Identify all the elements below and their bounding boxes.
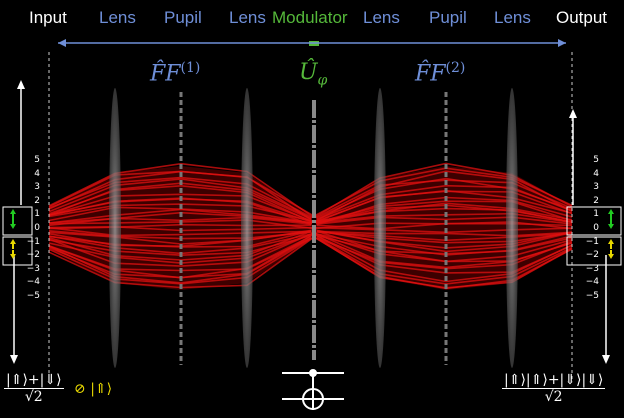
left-axis-down-head: [10, 355, 18, 364]
span-arrow-left-head: [58, 39, 66, 47]
output-down-arrow-icon: [608, 239, 614, 259]
axis-tick-label: −5: [585, 291, 599, 301]
label-modulator: Modulator: [272, 8, 348, 27]
axis-tick-label: −1: [26, 236, 40, 247]
input-formula-ops: ⊘ |⇑⟩: [74, 380, 113, 397]
axis-tick-label: 0: [593, 223, 599, 233]
axis-tick-label: 0: [34, 223, 40, 233]
axis-tick-label: −3: [585, 263, 599, 274]
operator-ff2: F̂F(2): [415, 60, 466, 87]
label-lens-1: Lens: [99, 8, 136, 27]
cnot-gate-icon: [282, 369, 344, 410]
input-state-formula: |⇑⟩+|⇓⟩ √2 ⊘ |⇑⟩: [4, 372, 112, 405]
axis-tick-label: −2: [26, 250, 40, 261]
label-input: Input: [29, 8, 67, 27]
label-lens-2: Lens: [229, 8, 266, 27]
lens-3: [374, 88, 386, 368]
input-up-arrow-icon: [10, 209, 16, 229]
axis-tick-label: 1: [593, 209, 599, 220]
label-lens-4: Lens: [494, 8, 531, 27]
output-formula-numerator: |⇑⟩|⇑⟩+|⇓⟩|⇓⟩: [502, 372, 606, 389]
axis-tick-label: 3: [34, 182, 40, 193]
axis-tick-label: 3: [593, 182, 599, 193]
axis-tick-label: −4: [585, 277, 599, 288]
lens-4: [506, 88, 518, 368]
lens-2: [241, 88, 253, 368]
input-up-box: [2, 206, 33, 236]
axis-tick-label: 1: [34, 209, 40, 220]
output-up-box: [566, 206, 622, 236]
axis-tick-label: −5: [26, 291, 40, 301]
axis-tick-label: 2: [593, 195, 599, 206]
output-up-arrow-icon: [608, 209, 614, 229]
operator-modulator: Ûφ: [299, 60, 328, 89]
axis-tick-label: 5: [34, 155, 40, 165]
right-axis-up-head: [569, 109, 577, 118]
label-pupil-1: Pupil: [164, 8, 202, 27]
label-lens-3: Lens: [363, 8, 400, 27]
input-down-arrow-icon: [10, 239, 16, 259]
input-formula-numerator: |⇑⟩+|⇓⟩: [4, 372, 64, 389]
axis-tick-label: 2: [34, 195, 40, 206]
axis-tick-label: −1: [585, 236, 599, 247]
axis-tick-label: −2: [585, 250, 599, 261]
right-axis-down-head: [602, 355, 610, 364]
laser-beam: [48, 162, 573, 290]
operator-ff1: F̂F(1): [150, 60, 201, 87]
input-formula-denominator: √2: [24, 389, 43, 405]
label-output: Output: [556, 8, 608, 27]
axis-tick-label: 4: [34, 168, 40, 179]
input-down-box: [2, 236, 33, 266]
left-axis-up-head: [17, 80, 25, 89]
axis-tick-label: 5: [593, 155, 599, 165]
output-state-formula: |⇑⟩|⇑⟩+|⇓⟩|⇓⟩ √2: [502, 372, 606, 405]
output-formula-denominator: √2: [544, 389, 563, 405]
span-arrow-right-head: [558, 39, 566, 47]
axis-tick-label: −3: [26, 263, 40, 274]
axis-tick-label: 4: [593, 168, 599, 179]
axis-tick-label: −4: [26, 277, 40, 288]
label-pupil-2: Pupil: [429, 8, 467, 27]
lens-1: [109, 88, 121, 368]
output-down-box: [566, 236, 622, 266]
